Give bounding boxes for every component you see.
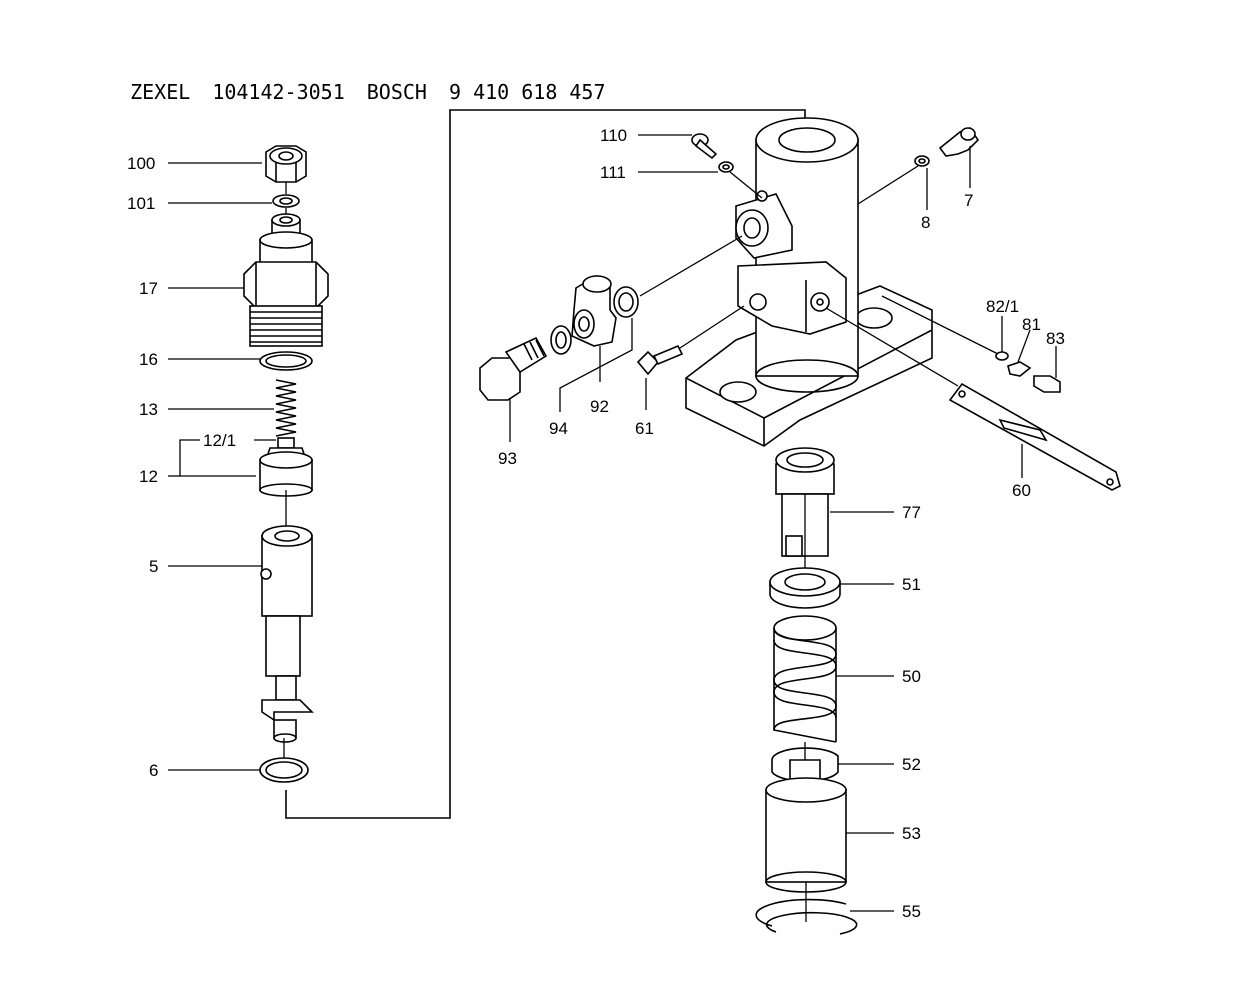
part-53-tappet bbox=[765, 777, 847, 893]
leader-lines bbox=[168, 134, 1057, 922]
label-93: 93 bbox=[498, 449, 517, 468]
label-100: 100 bbox=[127, 154, 155, 173]
part-92-banjo bbox=[571, 275, 639, 347]
part-60-control-rod bbox=[948, 382, 1121, 491]
label-77: 77 bbox=[902, 503, 921, 522]
part-6-ring bbox=[259, 757, 309, 783]
part-7-bleed-screw bbox=[938, 127, 980, 157]
part-51-spring-seat bbox=[769, 567, 841, 609]
brand-bosch: BOSCH bbox=[366, 80, 427, 104]
part-61-screw bbox=[636, 344, 684, 376]
label-94: 94 bbox=[549, 419, 568, 438]
label-51: 51 bbox=[902, 575, 921, 594]
part-number-bosch: 9 410 618 457 bbox=[448, 80, 606, 104]
part-94-washer bbox=[550, 325, 572, 355]
part-93-banjo-bolt bbox=[479, 336, 548, 401]
label-6: 6 bbox=[149, 761, 158, 780]
part-100-nut bbox=[265, 145, 307, 183]
label-12: 12 bbox=[139, 467, 158, 486]
part-83-screw bbox=[1033, 375, 1061, 393]
label-92: 92 bbox=[590, 397, 609, 416]
pump-housing bbox=[685, 117, 933, 447]
diagram-header: ZEXEL 104142-3051 BOSCH 9 410 618 457 bbox=[106, 56, 628, 104]
label-82-1: 82/1 bbox=[986, 297, 1019, 316]
part-111-washer bbox=[718, 161, 734, 173]
part-13-spring bbox=[275, 379, 297, 437]
label-50: 50 bbox=[902, 667, 921, 686]
label-55: 55 bbox=[902, 902, 921, 921]
label-81: 81 bbox=[1022, 315, 1041, 334]
part-55-snap-ring bbox=[755, 898, 858, 935]
label-60: 60 bbox=[1012, 481, 1031, 500]
label-61: 61 bbox=[635, 419, 654, 438]
part-8-washer bbox=[914, 155, 930, 167]
part-81-clip bbox=[1007, 361, 1032, 377]
part-16-gasket bbox=[259, 351, 313, 371]
label-83: 83 bbox=[1046, 329, 1065, 348]
part-labels: 100 101 17 16 13 12/1 12 5 6 110 111 8 7… bbox=[127, 126, 1065, 921]
label-17: 17 bbox=[139, 279, 158, 298]
label-13: 13 bbox=[139, 400, 158, 419]
label-101: 101 bbox=[127, 194, 155, 213]
label-5: 5 bbox=[149, 557, 158, 576]
brand-zexel: ZEXEL bbox=[130, 80, 191, 104]
label-7: 7 bbox=[964, 191, 973, 210]
label-12-1: 12/1 bbox=[203, 431, 236, 450]
part-number-zexel: 104142-3051 bbox=[212, 80, 345, 104]
label-16: 16 bbox=[139, 350, 158, 369]
label-8: 8 bbox=[921, 213, 930, 232]
part-77-control-sleeve bbox=[775, 447, 835, 557]
part-12-delivery-valve bbox=[259, 437, 313, 497]
part-110-screw bbox=[691, 133, 718, 160]
connector-line bbox=[285, 109, 806, 819]
label-53: 53 bbox=[902, 824, 921, 843]
part-101-washer bbox=[272, 194, 300, 208]
part-17-delivery-valve-holder bbox=[243, 213, 329, 347]
label-110: 110 bbox=[600, 126, 627, 145]
label-52: 52 bbox=[902, 755, 921, 774]
part-50-plunger-spring bbox=[773, 615, 837, 743]
part-5-plunger bbox=[260, 525, 314, 743]
label-111: 111 bbox=[600, 163, 626, 182]
